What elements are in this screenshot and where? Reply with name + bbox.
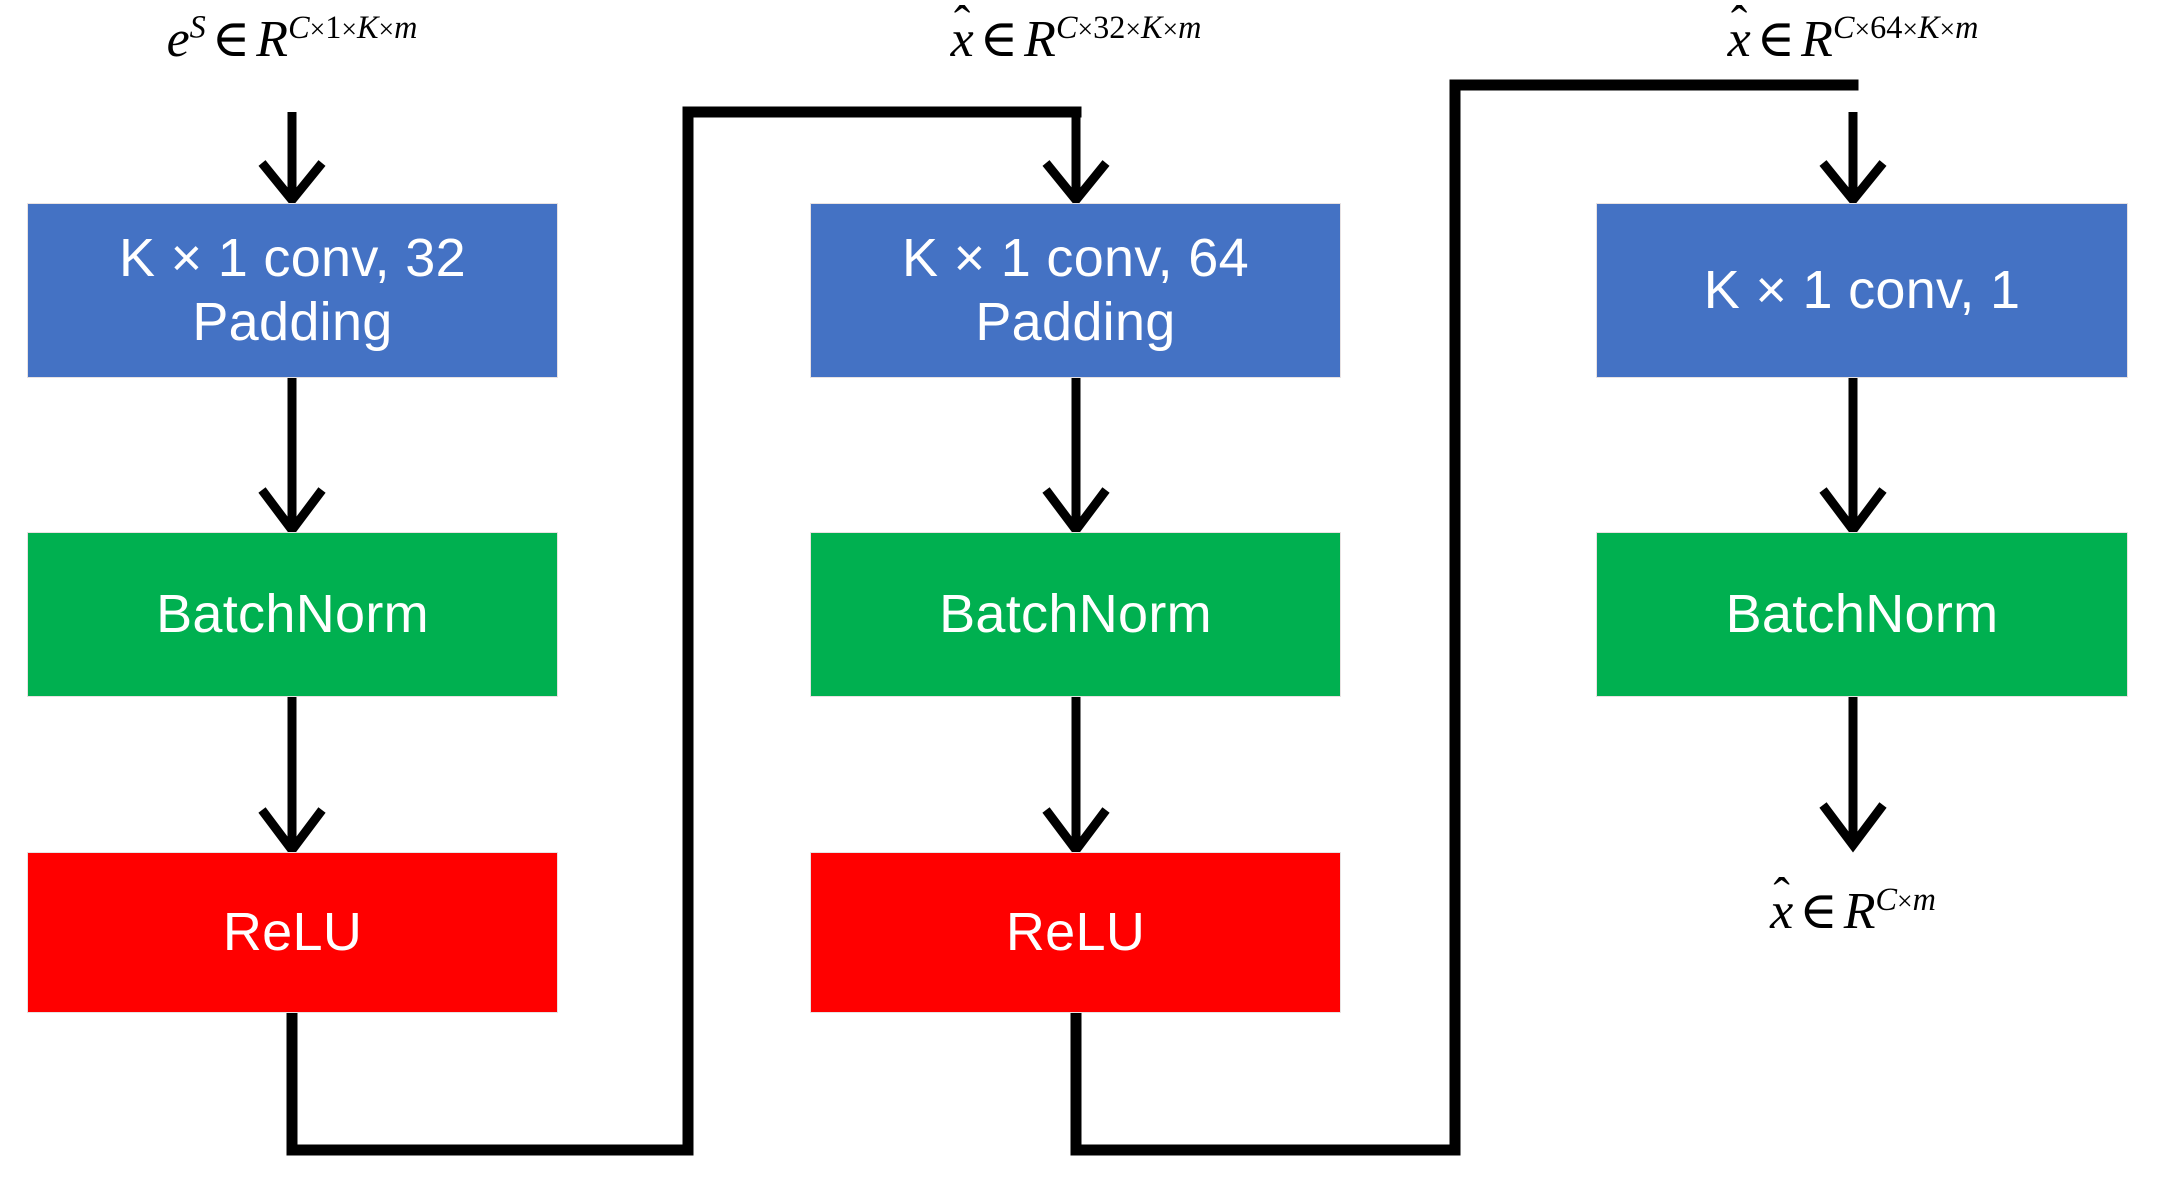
label-output: ̂x∈RC×m [1770,880,1936,940]
label-input-stage1: eS∈RC×1×K×m [166,8,418,68]
arrow-input2-to-conv2 [1042,112,1110,208]
block-batchnorm-2[interactable]: BatchNorm [810,532,1341,697]
block-relu-2-line1: ReLU [1005,901,1146,962]
arrow-conv1-to-bn1 [258,378,326,538]
arrow-bn3-to-output [1819,697,1887,853]
block-conv-1-line1: K × 1 conv, 32 [119,227,466,288]
block-batchnorm-1[interactable]: BatchNorm [27,532,558,697]
block-batchnorm-1-line1: BatchNorm [156,583,429,644]
arrow-input1-to-conv1 [258,112,326,208]
label-input-stage3: ̂x∈RC×64×K×m [1727,8,1979,68]
arrow-input3-to-conv3 [1819,112,1887,208]
block-batchnorm-3[interactable]: BatchNorm [1596,532,2128,697]
connector-relu2-to-conv3 [1070,79,1859,1156]
block-relu-1-line1: ReLU [222,901,363,962]
arrow-bn2-to-relu2 [1042,697,1110,858]
block-batchnorm-3-line1: BatchNorm [1725,583,1999,644]
block-conv-2-line1: K × 1 conv, 64 [902,227,1249,288]
arrow-bn1-to-relu1 [258,697,326,858]
block-relu-2[interactable]: ReLU [810,852,1341,1013]
block-conv-1[interactable]: K × 1 conv, 32 Padding [27,203,558,378]
block-conv-3-line1: K × 1 conv, 1 [1703,259,2021,320]
arrow-conv2-to-bn2 [1042,378,1110,538]
block-conv-2[interactable]: K × 1 conv, 64 Padding [810,203,1341,378]
block-batchnorm-2-line1: BatchNorm [939,583,1212,644]
block-conv-3[interactable]: K × 1 conv, 1 [1596,203,2128,378]
connector-relu1-to-conv2 [286,106,1082,1156]
label-input-stage2: ̂x∈RC×32×K×m [950,8,1202,68]
block-conv-1-line2: Padding [192,291,393,352]
block-conv-2-line2: Padding [975,291,1176,352]
block-relu-1[interactable]: ReLU [27,852,558,1013]
arrow-conv3-to-bn3 [1819,378,1887,538]
